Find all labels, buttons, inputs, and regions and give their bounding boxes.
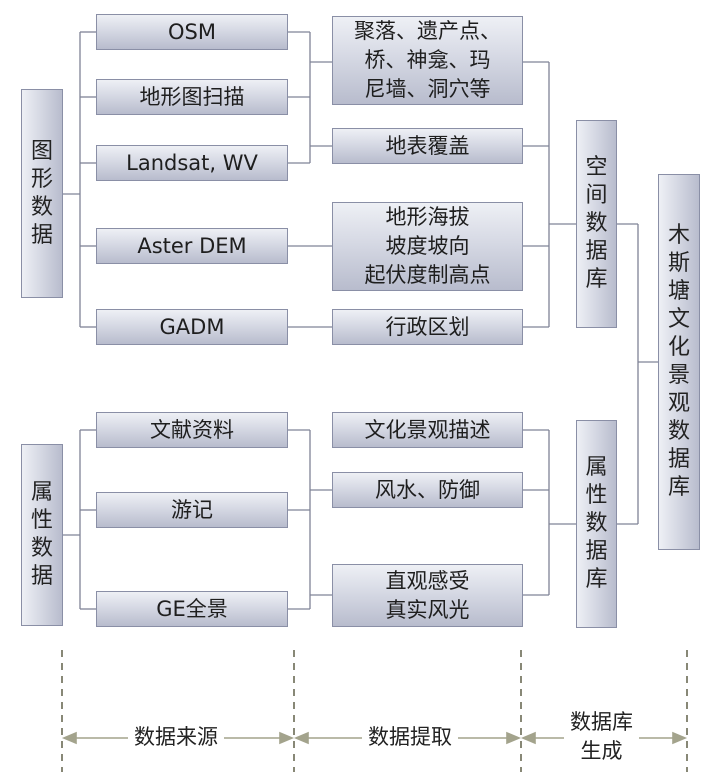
- stage-label-generate: 数据库 生成: [564, 708, 639, 766]
- source-ge-panorama: GE全景: [96, 591, 288, 627]
- attribute-data-label: 属性数据: [30, 480, 53, 589]
- source-travelogue: 游记: [96, 492, 288, 528]
- graphic-data-group: 图形数据: [21, 89, 63, 298]
- source-gadm: GADM: [96, 309, 288, 345]
- extract-terrain: 地形海拔 坡度坡向 起伏度制高点: [332, 202, 523, 291]
- extract-land-cover: 地表覆盖: [332, 128, 523, 164]
- stage-label-extract: 数据提取: [362, 723, 458, 752]
- source-literature: 文献资料: [96, 412, 288, 448]
- graphic-data-label: 图形数据: [30, 138, 53, 248]
- arrow-right-icon: [506, 731, 522, 745]
- extract-landscape-desc: 文化景观描述: [332, 412, 523, 448]
- arrow-right-icon: [672, 731, 688, 745]
- extract-admin: 行政区划: [332, 309, 523, 345]
- spatial-database-label: 空间数据库: [585, 155, 608, 292]
- source-landsat: Landsat, WV: [96, 145, 288, 181]
- arrow-left-icon: [293, 731, 309, 745]
- extract-settlements: 聚落、遗产点、 桥、神龛、玛 尼墙、洞穴等: [332, 16, 523, 105]
- source-osm: OSM: [96, 14, 288, 50]
- source-topo-scan: 地形图扫描: [96, 79, 288, 115]
- arrow-left-icon: [61, 731, 77, 745]
- arrow-left-icon: [520, 731, 536, 745]
- extract-fengshui: 风水、防御: [332, 472, 523, 508]
- extract-perception: 直观感受 真实风光: [332, 564, 523, 627]
- stage-label-source: 数据来源: [128, 723, 224, 752]
- arrow-right-icon: [279, 731, 295, 745]
- source-aster-dem: Aster DEM: [96, 228, 288, 264]
- attribute-database: 属性数据库: [576, 420, 617, 628]
- spatial-database: 空间数据库: [576, 120, 617, 328]
- attribute-data-group: 属性数据: [21, 444, 63, 626]
- final-database-label: 木斯塘文化景观数据库: [667, 223, 690, 500]
- attribute-database-label: 属性数据库: [585, 455, 608, 592]
- final-database: 木斯塘文化景观数据库: [658, 174, 700, 550]
